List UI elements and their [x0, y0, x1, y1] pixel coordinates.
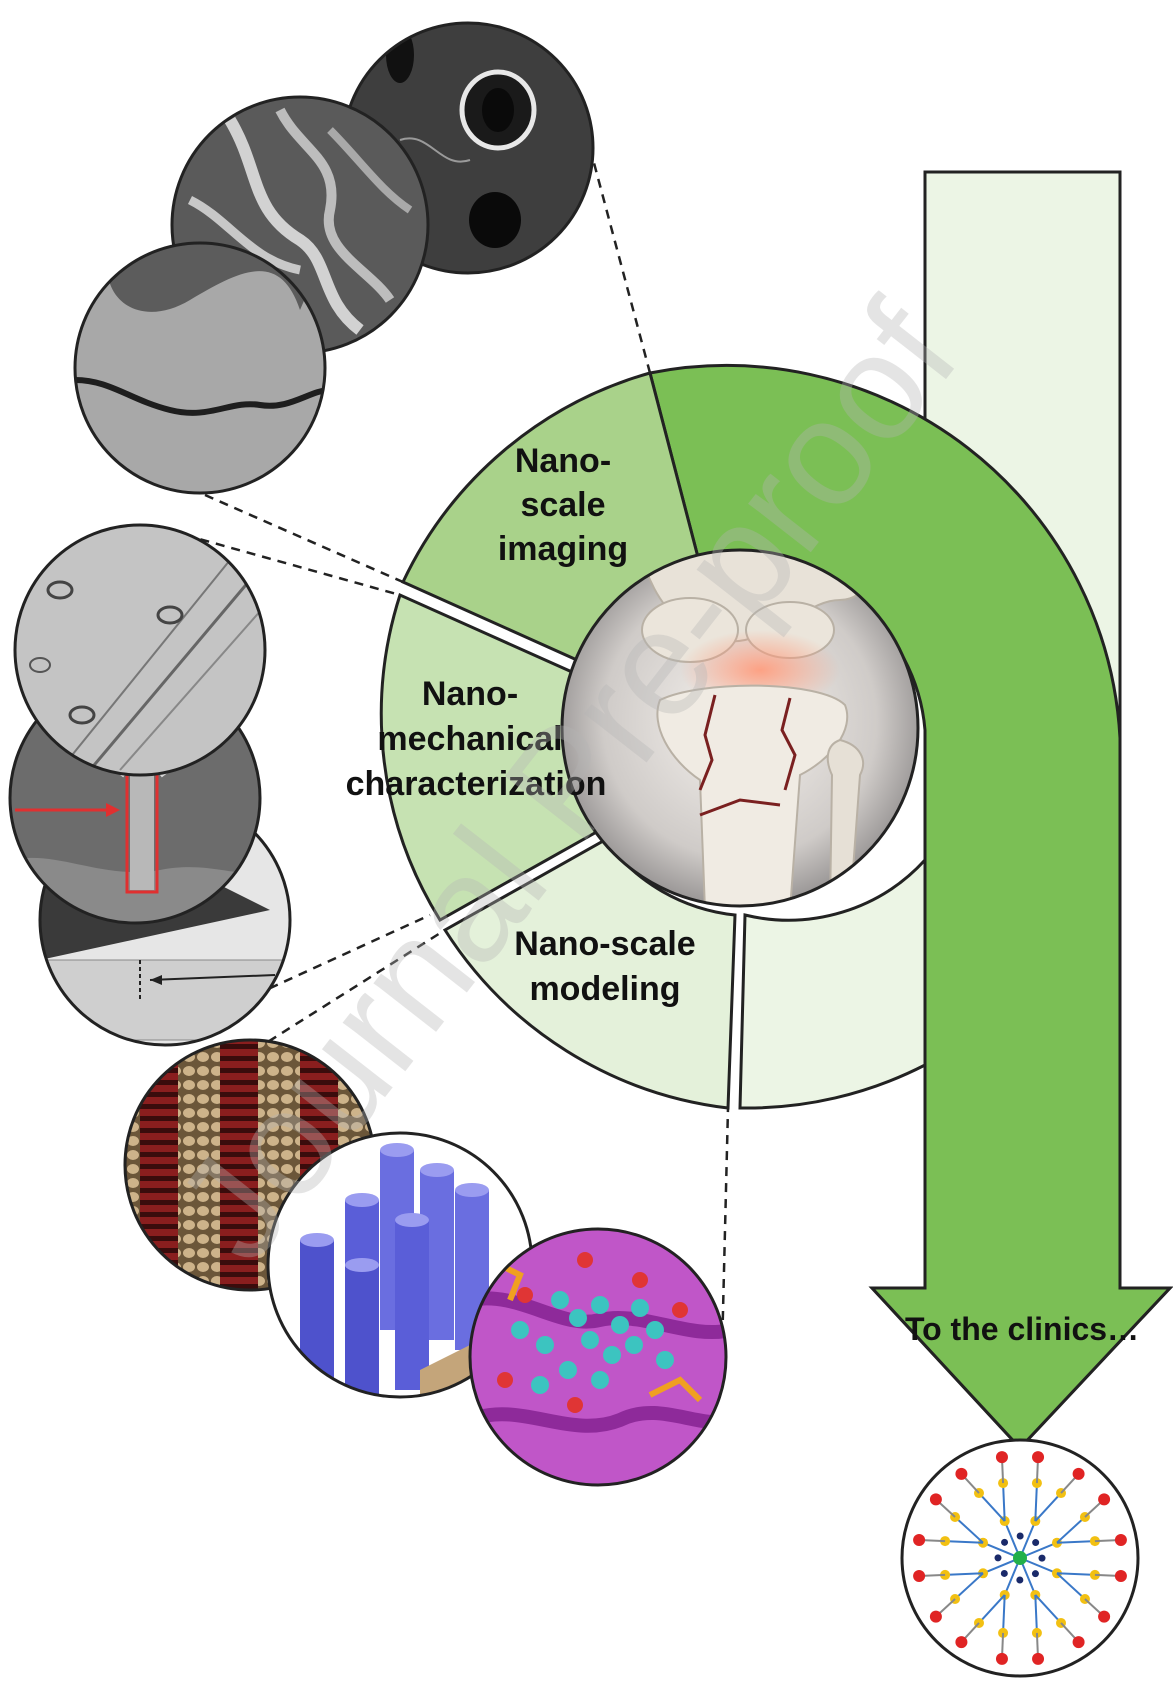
network-end-node: [1032, 1653, 1044, 1665]
network-payload-dot: [995, 1554, 1002, 1561]
network-end-node: [955, 1468, 967, 1480]
imaging-label-line-1: Nano-: [515, 442, 611, 480]
network-end-node: [955, 1636, 967, 1648]
network-core-node: [1013, 1551, 1027, 1565]
modeling-label-line-2: modeling: [529, 970, 680, 1008]
network-end-node: [996, 1653, 1008, 1665]
network-end-node: [930, 1611, 942, 1623]
network-payload-dot: [1038, 1555, 1045, 1562]
network-end-node: [913, 1534, 925, 1546]
clinic-arrow-label: To the clinics…: [905, 1311, 1139, 1347]
imaging-label-line-2: scale: [520, 486, 605, 524]
connector-modeling-bottom: [722, 1108, 728, 1352]
connector-imaging-top: [590, 148, 650, 373]
clinic-network-diagram: [902, 1440, 1138, 1676]
network-end-node: [930, 1493, 942, 1505]
network-payload-dot: [1032, 1570, 1039, 1577]
network-payload-dot: [1016, 1576, 1023, 1583]
network-end-node: [1073, 1468, 1085, 1480]
network-end-node: [1073, 1636, 1085, 1648]
imaging-label-line-3: imaging: [498, 530, 628, 568]
network-end-node: [913, 1570, 925, 1582]
network-end-node: [1115, 1534, 1127, 1546]
network-end-node: [1098, 1611, 1110, 1623]
network-payload-dot: [1001, 1570, 1008, 1577]
network-end-node: [996, 1451, 1008, 1463]
imaging-micrographs: [70, 20, 600, 500]
network-payload-dot: [1017, 1533, 1024, 1540]
network-end-node: [1115, 1570, 1127, 1582]
mechanical-micrographs: [5, 525, 295, 1050]
network-end-node: [1032, 1451, 1044, 1463]
mechanical-label-line-1: Nano-: [422, 675, 518, 713]
network-payload-dot: [1001, 1539, 1008, 1546]
network-end-node: [1098, 1493, 1110, 1505]
render-molecular-dynamics: [470, 1229, 730, 1490]
network-payload-dot: [1032, 1539, 1039, 1546]
